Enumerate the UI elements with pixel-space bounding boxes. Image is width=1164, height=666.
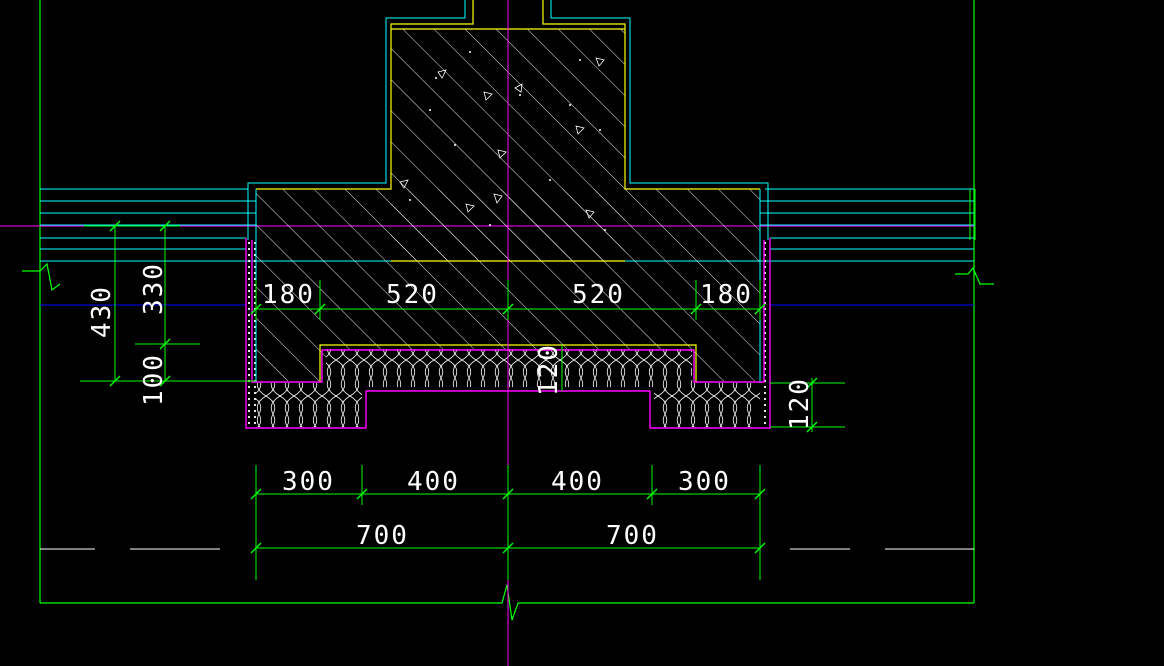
dim-330: 330 — [139, 262, 169, 315]
dim-430: 430 — [87, 285, 117, 338]
dim-120-center: 120 — [534, 343, 564, 396]
dim-100: 100 — [139, 353, 169, 406]
dim-520-right: 520 — [572, 280, 625, 310]
dim-300-left: 300 — [282, 467, 335, 497]
dim-700-right: 700 — [606, 521, 659, 551]
dim-520-left: 520 — [386, 280, 439, 310]
outer-boundary — [39, 0, 975, 621]
dimension-labels: 180 520 520 180 430 330 100 120 120 300 … — [87, 262, 815, 551]
dim-700-left: 700 — [356, 521, 409, 551]
insulation-layer — [256, 349, 760, 427]
dim-180-left: 180 — [262, 280, 315, 310]
dimension-ticks — [109, 220, 818, 554]
break-symbols — [22, 262, 994, 292]
dim-400-right: 400 — [551, 467, 604, 497]
dim-180-right: 180 — [700, 280, 753, 310]
dim-400-left: 400 — [407, 467, 460, 497]
dim-120-right: 120 — [785, 377, 815, 430]
dim-300-right: 300 — [678, 467, 731, 497]
